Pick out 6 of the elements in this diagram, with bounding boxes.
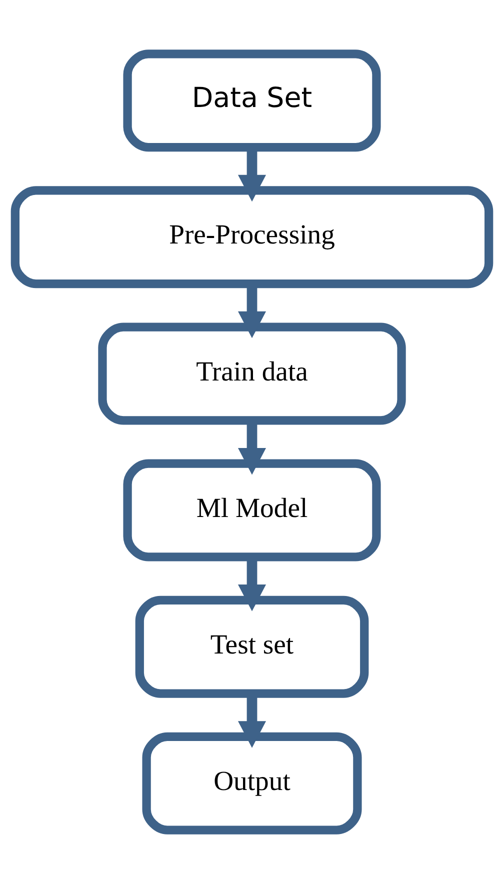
node-box: Train data xyxy=(98,322,406,425)
node-box: Data Set xyxy=(123,50,381,152)
node-box: Test set xyxy=(135,596,369,698)
node-box: Pre-Processing xyxy=(10,186,494,288)
node-box: Output xyxy=(142,732,362,834)
node-box: Ml Model xyxy=(123,459,381,562)
